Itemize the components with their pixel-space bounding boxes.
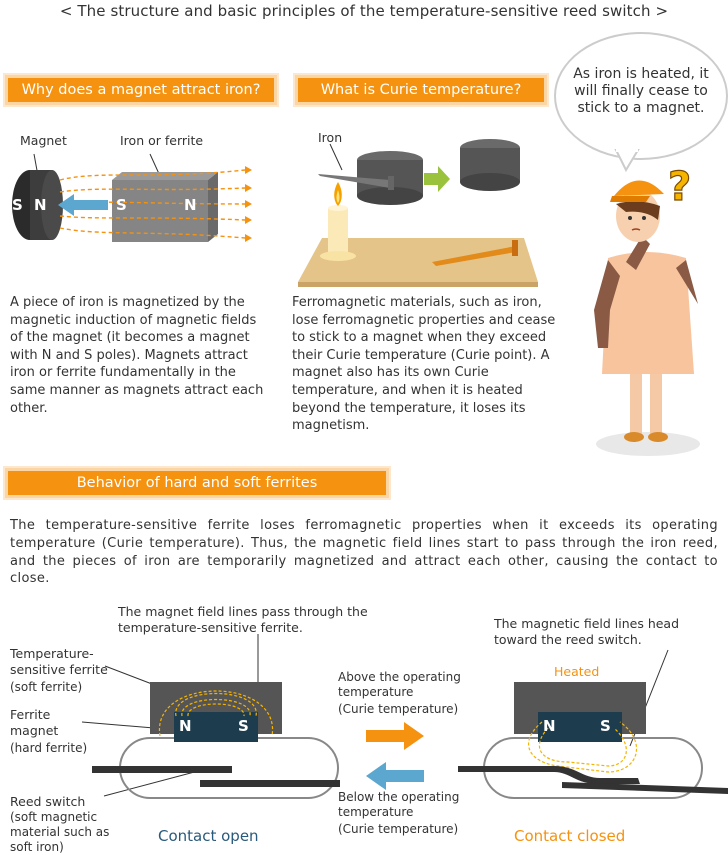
note-field-toward-reed: The magnetic field lines head toward the… (494, 616, 680, 647)
label-above-operating: Above the operating temperature (338, 670, 461, 699)
caption-contact-open: Contact open (158, 827, 259, 845)
page-title: < The structure and basic principles of … (59, 2, 669, 20)
label-soft-ferrite-sub: (soft ferrite) (10, 680, 83, 694)
caption-contact-closed: Contact closed (514, 827, 626, 845)
speech-bubble-tail (614, 148, 640, 173)
speech-bubble (554, 32, 728, 160)
note-field-through-ferrite: The magnet field lines pass through the … (118, 604, 368, 635)
iron-pole-n: N (184, 196, 197, 214)
label-ferrite-magnet: Ferrite magnet (10, 707, 59, 738)
label-below-operating: Below the operating temperature (338, 790, 460, 819)
magnet-iron-illustration (12, 153, 252, 242)
section-heading-curie: What is Curie temperature? (295, 75, 547, 105)
transition-arrows (366, 722, 424, 790)
label-above-operating-sub: (Curie temperature) (338, 702, 459, 716)
label-soft-ferrite: Temperature-sensitive ferrite (10, 646, 108, 677)
magnet-pole-n: N (34, 196, 47, 214)
magnet-open-pole-s: S (238, 717, 249, 735)
magnet-explanation: A piece of iron is magnetized by the mag… (10, 295, 264, 416)
label-iron: Iron (318, 130, 343, 145)
reed-switch-closed-diagram (458, 649, 728, 799)
label-reed-switch-sub: (soft magnetic material such as soft iro… (10, 810, 110, 854)
magnet-pole-s: S (12, 196, 23, 214)
curie-illustration (298, 139, 538, 287)
label-reed-switch: Reed switch (10, 794, 86, 809)
curie-explanation: Ferromagnetic materials, such as iron, l… (292, 295, 556, 434)
magnet-open-pole-n: N (179, 717, 192, 735)
behavior-explanation: The temperature-sensitive ferrite loses … (10, 518, 718, 587)
label-heated: Heated (554, 664, 600, 679)
reed-switch-open-diagram (81, 634, 340, 799)
label-ferrite-magnet-sub: (hard ferrite) (10, 741, 88, 755)
label-magnet: Magnet (20, 133, 67, 148)
magnet-closed-pole-s: S (600, 717, 611, 735)
section-heading-behavior: Behavior of hard and soft ferrites (5, 468, 389, 498)
thinking-character: ? (594, 163, 700, 456)
speech-text: As iron is heated, it will finally cease… (573, 66, 709, 116)
iron-pole-s: S (116, 196, 127, 214)
label-iron-or-ferrite: Iron or ferrite (120, 133, 204, 148)
label-below-operating-sub: (Curie temperature) (338, 822, 459, 836)
svg-text:?: ? (668, 164, 691, 210)
magnet-closed-pole-n: N (543, 717, 556, 735)
section-heading-magnet: Why does a magnet attract iron? (5, 75, 277, 105)
